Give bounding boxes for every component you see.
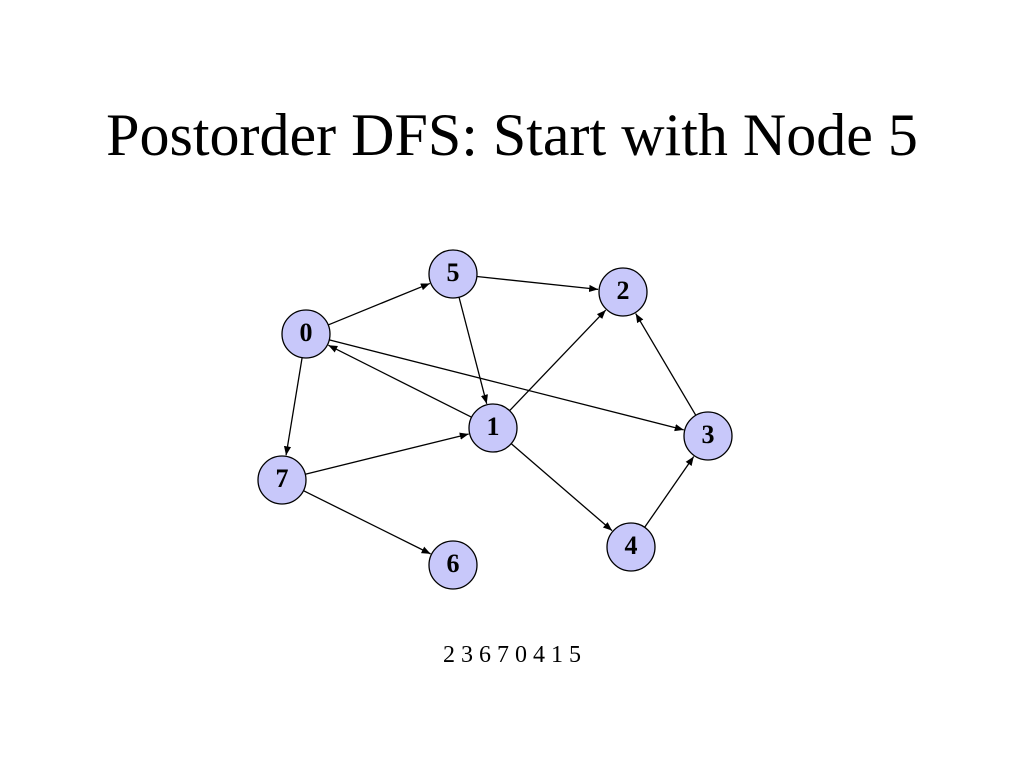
node-3-label: 3 <box>702 420 715 449</box>
node-6: 6 <box>428 540 478 590</box>
postorder-item: 5 <box>569 642 581 668</box>
postorder-item: 7 <box>497 642 509 668</box>
node-2-label: 2 <box>617 276 630 305</box>
node-2-circle <box>598 267 648 317</box>
node-2: 2 <box>598 267 648 317</box>
node-5-label: 5 <box>447 258 460 287</box>
node-0-circle <box>281 309 331 359</box>
node-6-label: 6 <box>447 549 460 578</box>
edge-0-to-7 <box>283 357 303 456</box>
edge-7-to-6 <box>303 490 431 555</box>
node-4: 4 <box>606 522 656 572</box>
edge-1-to-0 <box>328 344 472 418</box>
node-4-circle <box>606 522 656 572</box>
node-5-circle <box>428 249 478 299</box>
edge-5-to-2 <box>476 275 599 292</box>
edge-1-to-4 <box>510 443 613 532</box>
node-7-label: 7 <box>276 464 289 493</box>
node-1-circle <box>468 403 518 453</box>
edge-0-to-3 <box>329 339 684 432</box>
node-5: 5 <box>428 249 478 299</box>
node-1-label: 1 <box>487 412 500 441</box>
postorder-item: 4 <box>533 642 545 668</box>
postorder-item: 1 <box>551 642 563 668</box>
node-layer: 0 1 2 3 4 5 6 7 <box>257 249 733 590</box>
slide-title: Postorder DFS: Start with Node 5 <box>106 102 918 168</box>
postorder-item: 0 <box>515 642 527 668</box>
edge-0-to-5 <box>327 282 431 326</box>
node-4-label: 4 <box>625 531 638 560</box>
postorder-item: 2 <box>443 642 455 668</box>
postorder-item: 6 <box>479 642 491 668</box>
node-1: 1 <box>468 403 518 453</box>
edge-3-to-2 <box>635 313 697 416</box>
edge-4-to-3 <box>644 456 695 528</box>
edge-1-to-2 <box>509 309 607 412</box>
node-3: 3 <box>683 411 733 461</box>
postorder-item: 3 <box>461 642 473 668</box>
node-0: 0 <box>281 309 331 359</box>
edge-layer <box>283 275 697 555</box>
node-3-circle <box>683 411 733 461</box>
node-0-label: 0 <box>300 318 313 347</box>
edge-5-to-1 <box>458 297 488 404</box>
node-7: 7 <box>257 455 307 505</box>
edge-7-to-1 <box>305 432 469 475</box>
node-7-circle <box>257 455 307 505</box>
node-6-circle <box>428 540 478 590</box>
